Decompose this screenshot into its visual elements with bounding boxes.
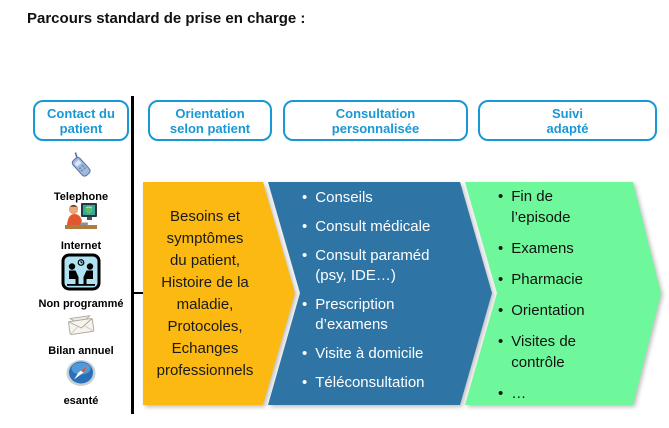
divider-line <box>131 96 134 414</box>
channel-label: Non programmé <box>38 298 124 310</box>
list-item-label: Pharmacie <box>511 271 583 288</box>
header-box-orientation: Orientation selon patient <box>148 100 272 141</box>
bullet-icon: • <box>498 385 504 402</box>
bullet-icon: • <box>302 296 308 313</box>
list-item-label: Conseils <box>315 189 373 206</box>
bullet-icon: • <box>302 247 308 264</box>
list-item-label: … <box>511 385 527 402</box>
list-item: • Orientation <box>498 300 628 321</box>
header-box-consultation: Consultation personnalisée <box>283 100 468 141</box>
list-item-label: Fin de l’episode <box>511 188 571 226</box>
channel-esante: esanté <box>36 357 126 407</box>
list-item: • Fin de l’episode <box>498 186 628 228</box>
list-item: • Visites de contrôle <box>498 331 628 373</box>
consultation-stage-list: • Conseils • Consult médicale • Consult param… <box>302 188 464 402</box>
flow-arrow-icon <box>134 288 151 298</box>
non-programme-icon <box>61 253 101 296</box>
bullet-icon: • <box>498 271 504 288</box>
channel-bilan-annuel: Bilan annuel <box>36 312 126 357</box>
header-box-suivi: Suivi adapté <box>478 100 657 141</box>
bullet-icon: • <box>302 189 308 206</box>
internet-icon <box>63 200 99 238</box>
list-item-label: Orientation <box>511 302 585 319</box>
telephone-icon <box>64 150 98 189</box>
channel-label: Internet <box>60 240 102 252</box>
list-item-label: Consult médicale <box>315 218 431 235</box>
list-item-label: Visites de contrôle <box>511 333 577 371</box>
list-item: • Consult médicale <box>302 217 464 237</box>
channel-non-programme: Non programmé <box>36 253 126 310</box>
bullet-icon: • <box>498 240 504 257</box>
bullet-icon: • <box>498 188 504 205</box>
list-item-label: Téléconsultation <box>315 374 425 391</box>
list-item: • Prescription d’examens <box>302 295 464 335</box>
list-item-label: Visite à domicile <box>315 345 424 362</box>
orientation-stage-text: Besoins et symptômes du patient, Histoir… <box>156 208 254 379</box>
list-item: • Téléconsultation <box>302 373 464 393</box>
bilan-annuel-icon <box>65 312 97 343</box>
list-item: • Consult paraméd (psy, IDE…) <box>302 246 464 286</box>
bullet-icon: • <box>302 218 308 235</box>
channel-internet: Internet <box>36 200 126 252</box>
channel-telephone: Telephone <box>36 150 126 203</box>
suivi-stage-list: • Fin de l’episode • Examens • Pharmacie • Orie… <box>498 186 628 414</box>
list-item: • Visite à domicile <box>302 344 464 364</box>
list-item: •… <box>498 383 628 404</box>
header-box-contact: Contact du patient <box>33 100 129 141</box>
list-item: • Examens <box>498 238 628 259</box>
bullet-icon: • <box>302 374 308 391</box>
channel-label: esanté <box>63 395 99 407</box>
list-item-label: Examens <box>511 240 574 257</box>
channel-label: Bilan annuel <box>48 345 114 357</box>
channel-label: Telephone <box>53 191 109 203</box>
bullet-icon: • <box>498 302 504 319</box>
list-item: • Pharmacie <box>498 269 628 290</box>
page-title: Parcours standard de prise en charge : <box>27 10 306 27</box>
list-item: • Conseils <box>302 188 464 208</box>
bullet-icon: • <box>302 345 308 362</box>
bullet-icon: • <box>498 333 504 350</box>
list-item-label: Prescription d’examens <box>315 296 395 333</box>
list-item-label: Consult paraméd (psy, IDE…) <box>315 247 430 284</box>
esante-icon <box>65 357 97 393</box>
